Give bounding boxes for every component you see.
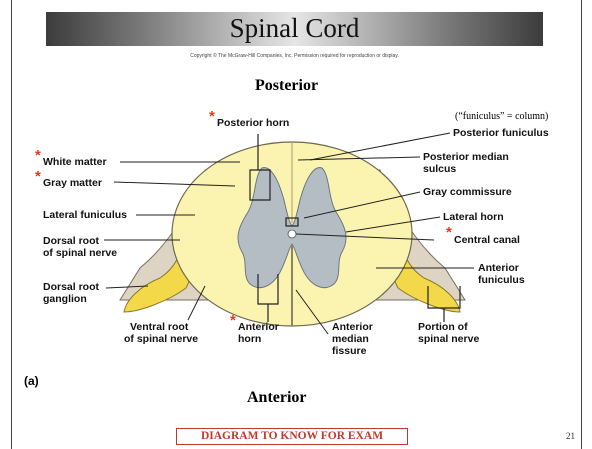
label-central-canal: Central canal bbox=[454, 234, 520, 246]
label-dorsal-root-ganglion-line2: ganglion bbox=[43, 293, 87, 305]
label-dorsal-root-line1: Dorsal root bbox=[43, 235, 99, 247]
label-posterior-median-sulcus-line2: sulcus bbox=[423, 163, 456, 175]
anterior-heading: Anterior bbox=[247, 389, 307, 407]
label-anterior-horn-line1: Anterior bbox=[238, 321, 279, 333]
label-anterior-horn-line2: horn bbox=[238, 333, 261, 345]
label-portion-spinal-nerve-line1: Portion of bbox=[418, 321, 468, 333]
label-anterior-funiculus-line1: Anterior bbox=[478, 262, 519, 274]
star-marker: * bbox=[209, 109, 215, 124]
label-posterior-median-sulcus-line1: Posterior median bbox=[423, 151, 509, 163]
label-anterior-median-fissure-line2: median bbox=[332, 333, 369, 345]
label-gray-matter: Gray matter bbox=[43, 177, 102, 189]
label-ventral-root-line1: Ventral root bbox=[130, 321, 188, 333]
label-dorsal-root-ganglion-line1: Dorsal root bbox=[43, 281, 99, 293]
star-marker: * bbox=[446, 225, 452, 240]
label-anterior-median-fissure-line1: Anterior bbox=[332, 321, 373, 333]
label-lateral-horn: Lateral horn bbox=[443, 211, 504, 223]
label-lateral-funiculus: Lateral funiculus bbox=[43, 209, 127, 221]
star-marker: * bbox=[35, 148, 41, 163]
label-portion-spinal-nerve-line2: spinal nerve bbox=[418, 333, 479, 345]
label-anterior-funiculus-line2: funiculus bbox=[478, 274, 525, 286]
exam-note-box: DIAGRAM TO KNOW FOR EXAM bbox=[176, 428, 408, 445]
page-number: 21 bbox=[566, 431, 575, 441]
label-anterior-median-fissure-line3: fissure bbox=[332, 345, 366, 357]
central-canal bbox=[288, 230, 296, 238]
label-posterior-horn: Posterior horn bbox=[217, 117, 289, 129]
label-ventral-root-line2: of spinal nerve bbox=[124, 333, 198, 345]
star-marker: * bbox=[35, 169, 41, 184]
panel-letter: (a) bbox=[24, 374, 39, 388]
label-posterior-funiculus: Posterior funiculus bbox=[453, 127, 549, 139]
star-marker: * bbox=[230, 313, 236, 328]
label-white-matter: White matter bbox=[43, 156, 107, 168]
label-dorsal-root-line2: of spinal nerve bbox=[43, 247, 117, 259]
label-gray-commissure: Gray commissure bbox=[423, 186, 512, 198]
